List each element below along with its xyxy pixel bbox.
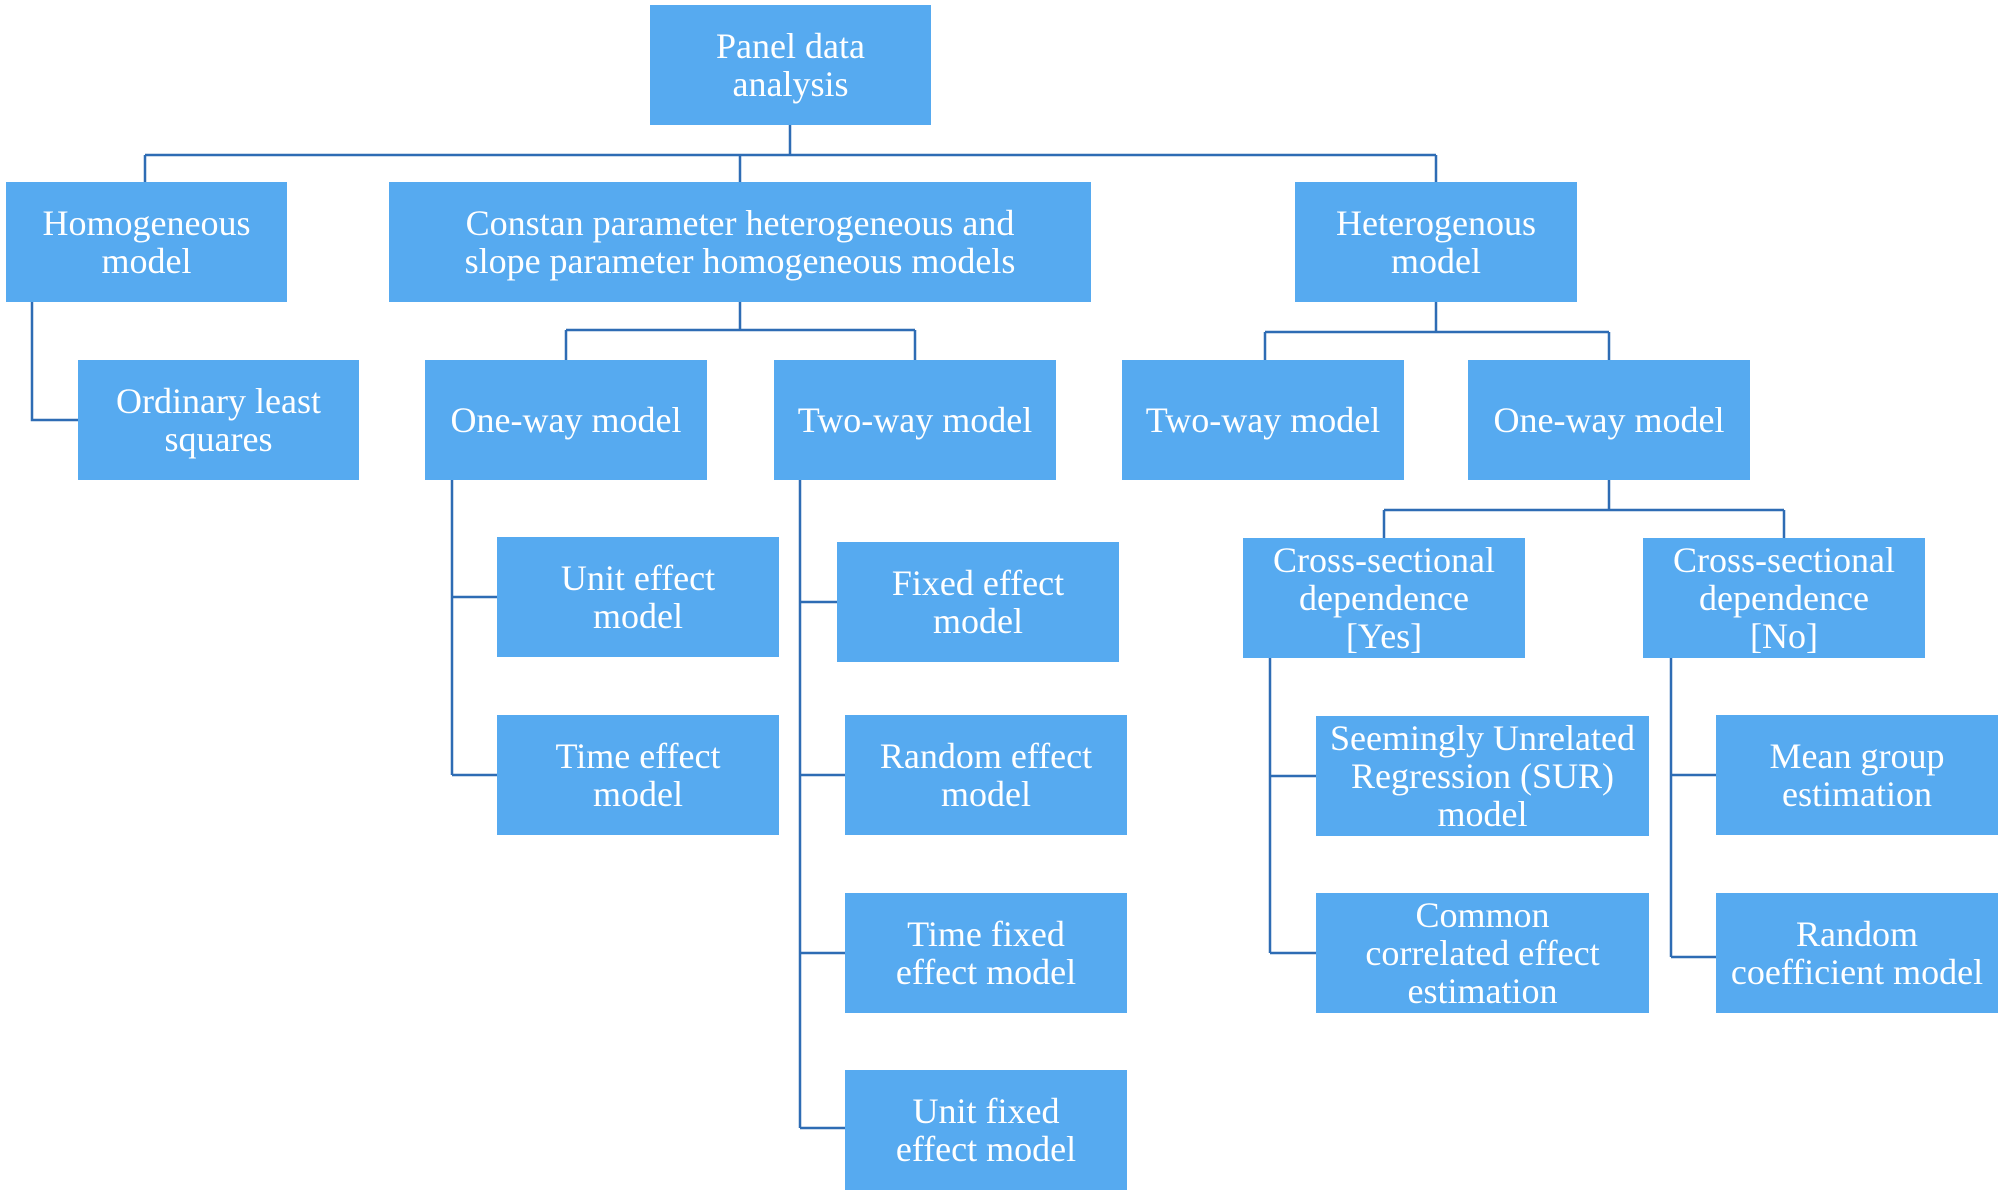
node-mean-group-estimation: Mean group estimation [1716,715,1998,835]
node-time-fixed-effect-model: Time fixed effect model [845,893,1127,1013]
node-ordinary-least-squares: Ordinary least squares [78,360,359,480]
node-cross-sectional-dependence-yes: Cross-sectional dependence [Yes] [1243,538,1525,658]
node-homogeneous-model: Homogeneous model [6,182,287,302]
connector-root-level1 [143,125,1438,182]
connector-csd-yes-children [1268,658,1316,955]
node-random-effect-model: Random effect model [845,715,1127,835]
connector-homogeneous-ols [30,302,78,422]
node-cross-sectional-dependence-no: Cross-sectional dependence [No] [1643,538,1925,658]
node-common-correlated-effect-estimation: Common correlated effect estimation [1316,893,1649,1013]
node-fixed-effect-model: Fixed effect model [837,542,1119,662]
connector-heterogenous-children [1263,302,1611,360]
node-unit-fixed-effect-model: Unit fixed effect model [845,1070,1127,1190]
connector-constant-oneway-twoway [564,302,917,360]
connector-oneway-children [450,480,497,777]
node-heterogenous-model: Heterogenous model [1295,182,1577,302]
node-unit-effect-model: Unit effect model [497,537,779,657]
node-constant-parameter-models: Constan parameter heterogeneous and slop… [389,182,1091,302]
connector-oneway-csd [1382,480,1786,538]
node-constant-one-way-model: One-way model [425,360,707,480]
node-constant-two-way-model: Two-way model [774,360,1056,480]
node-heterogenous-two-way-model: Two-way model [1122,360,1404,480]
connector-twoway-children [798,480,845,1130]
root-node-panel-data-analysis: Panel data analysis [650,5,931,125]
node-heterogenous-one-way-model: One-way model [1468,360,1750,480]
node-sur-model: Seemingly Unrelated Regression (SUR) mod… [1316,716,1649,836]
node-random-coefficient-model: Random coefficient model [1716,893,1998,1013]
node-time-effect-model: Time effect model [497,715,779,835]
connector-csd-no-children [1669,658,1716,959]
